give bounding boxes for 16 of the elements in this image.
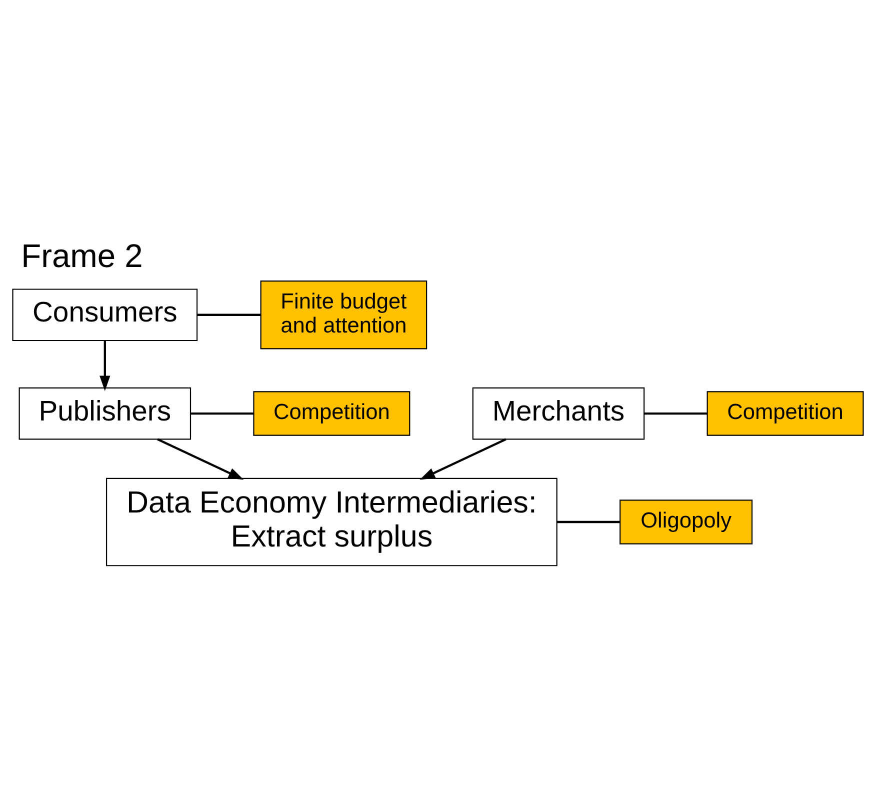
node-box: Consumers [12, 288, 198, 341]
connector [197, 313, 261, 316]
arrow [100, 340, 110, 390]
node-box: Merchants [472, 386, 645, 440]
node-box: Publishers [18, 386, 192, 440]
node-box: Competition [706, 390, 864, 436]
connector [644, 412, 708, 414]
diagram-title: Frame 2 [21, 236, 143, 274]
connector [190, 412, 254, 414]
node-box: Oligopoly [620, 499, 753, 544]
connector [556, 520, 620, 523]
node-box: Data Economy Intermediaries: Extract surplus [106, 477, 558, 566]
arrow [420, 438, 506, 480]
arrow [157, 438, 244, 480]
node-box: Competition [253, 390, 410, 436]
node-box: Finite budget and attention [260, 280, 428, 349]
